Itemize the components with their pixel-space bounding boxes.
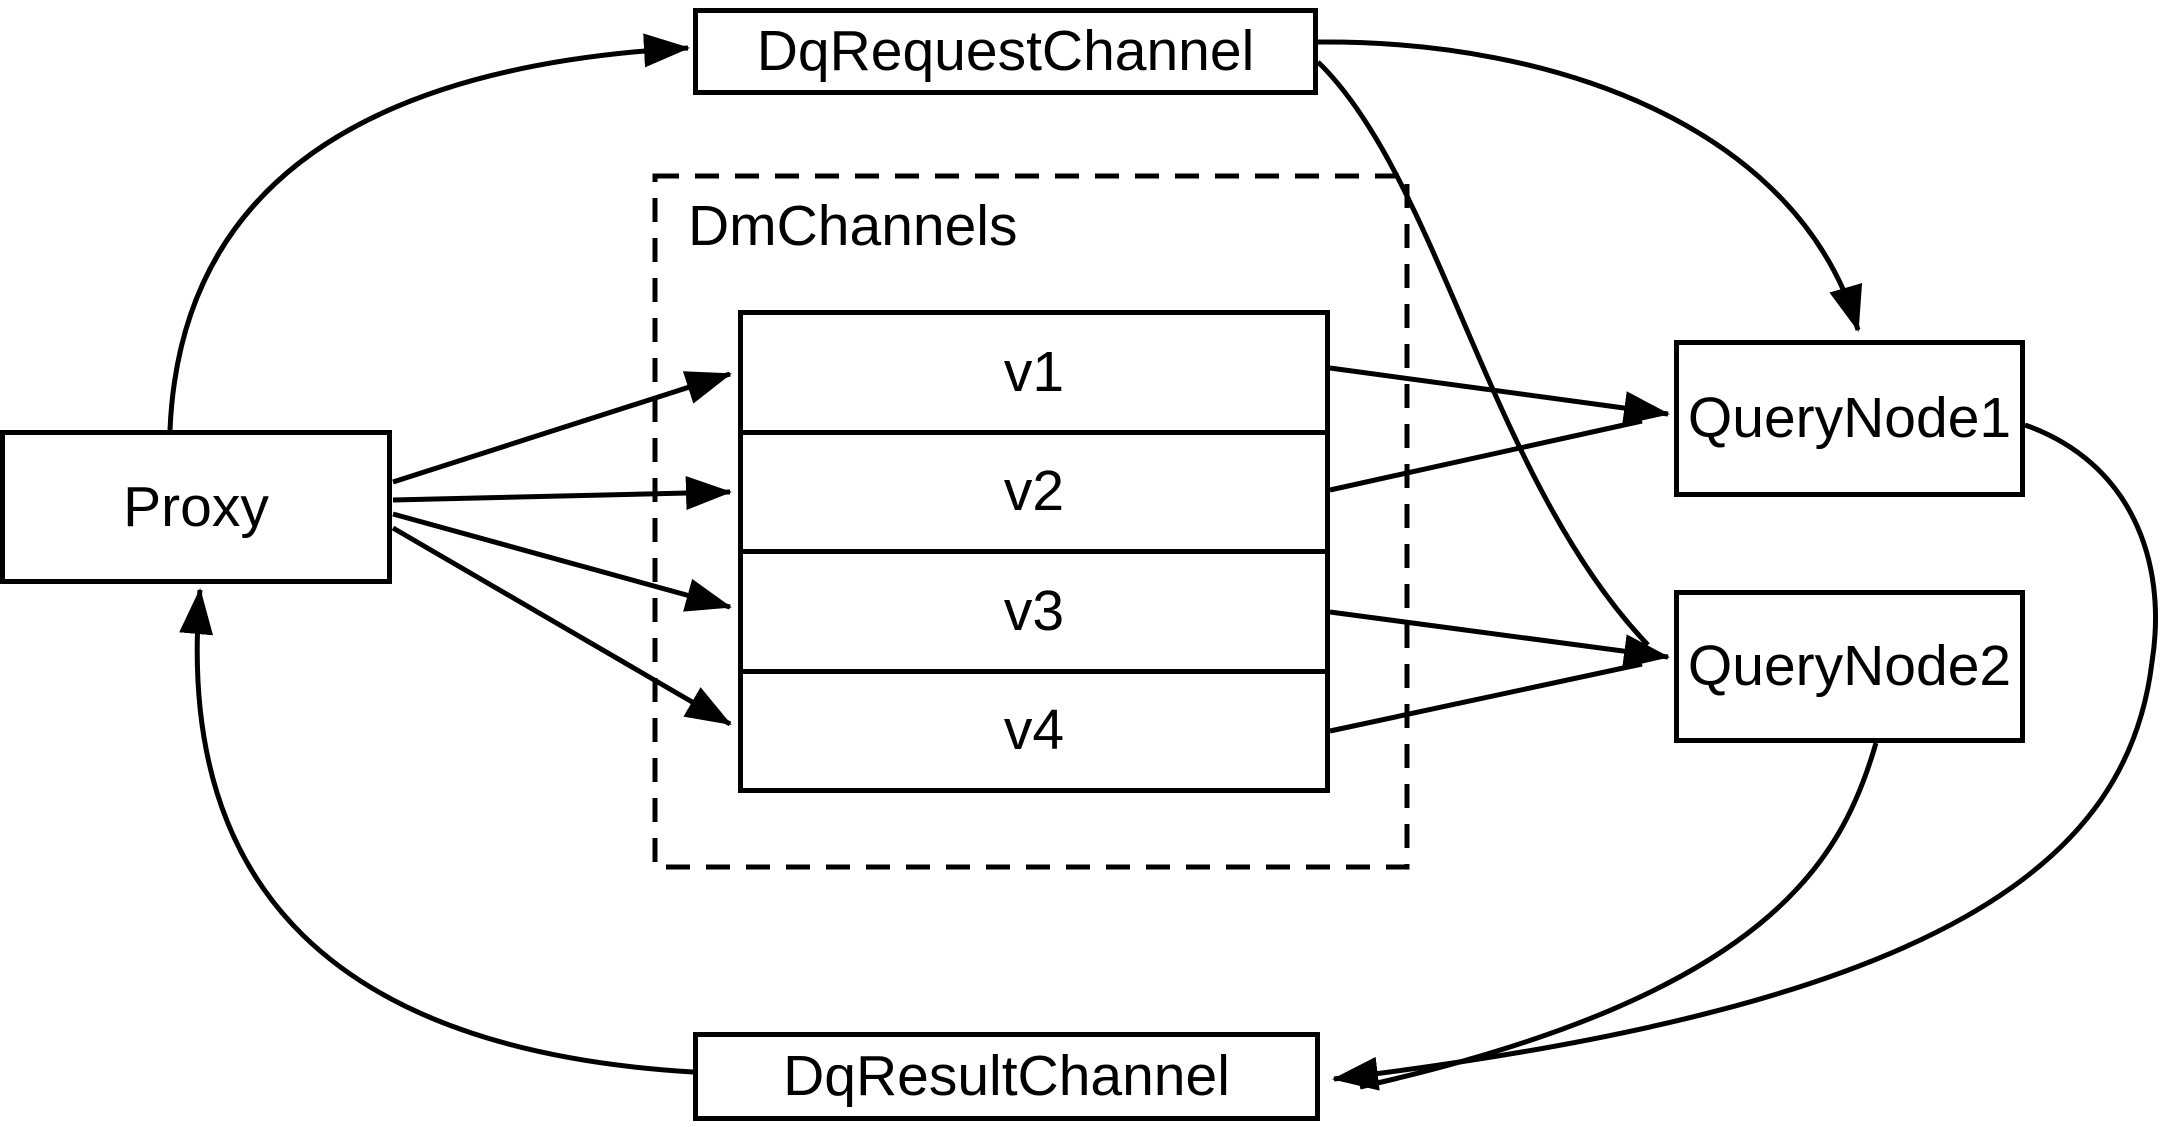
edge-query-node-1-to-result-channel: [1332, 422, 2158, 1091]
channel-row-v3: v3: [743, 549, 1325, 669]
channel-v3-label: v3: [1003, 578, 1065, 643]
edge-v4-to-query-node-2: [1329, 661, 1643, 734]
edge-result-channel-to-proxy: [179, 588, 694, 1075]
edge-v1-to-query-node-1: [1329, 365, 1670, 425]
node-query-node-2-label: QueryNode2: [1687, 634, 2012, 698]
node-query-node-1: QueryNode1: [1674, 340, 2025, 497]
edge-v3-to-query-node-2: [1329, 609, 1670, 669]
node-dq-request-channel-label: DqRequestChannel: [756, 19, 1255, 83]
channel-row-v1: v1: [743, 315, 1325, 430]
channel-v1-label: v1: [1003, 339, 1065, 404]
edge-proxy-to-v3: [392, 511, 732, 612]
edge-proxy-to-request-channel: [167, 33, 690, 431]
dm-channels-stack: v1 v2 v3 v4: [738, 310, 1330, 793]
node-query-node-1-label: QueryNode1: [1687, 386, 2012, 450]
edge-proxy-to-v1: [392, 371, 732, 485]
edge-request-channel-to-query-node-2: [1316, 60, 1650, 647]
edge-request-channel-to-query-node-1: [1317, 39, 1863, 332]
node-query-node-2: QueryNode2: [1674, 590, 2025, 743]
edge-proxy-to-v4: [391, 525, 732, 727]
node-proxy-label: Proxy: [123, 474, 269, 539]
node-dq-result-channel-label: DqResultChannel: [783, 1044, 1230, 1108]
node-proxy: Proxy: [0, 430, 392, 584]
node-dq-request-channel: DqRequestChannel: [693, 8, 1318, 95]
edge-query-node-2-to-result-channel: [1359, 742, 1879, 1090]
channel-v4-label: v4: [1003, 698, 1065, 763]
edge-v2-to-query-node-1: [1329, 418, 1643, 493]
channel-row-v2: v2: [743, 429, 1325, 550]
dm-channels-group-label: DmChannels: [688, 194, 1018, 258]
node-dq-result-channel: DqResultChannel: [693, 1032, 1320, 1121]
channel-row-v4: v4: [743, 668, 1325, 789]
channel-v2-label: v2: [1003, 459, 1065, 524]
edge-proxy-to-v2: [392, 476, 732, 511]
